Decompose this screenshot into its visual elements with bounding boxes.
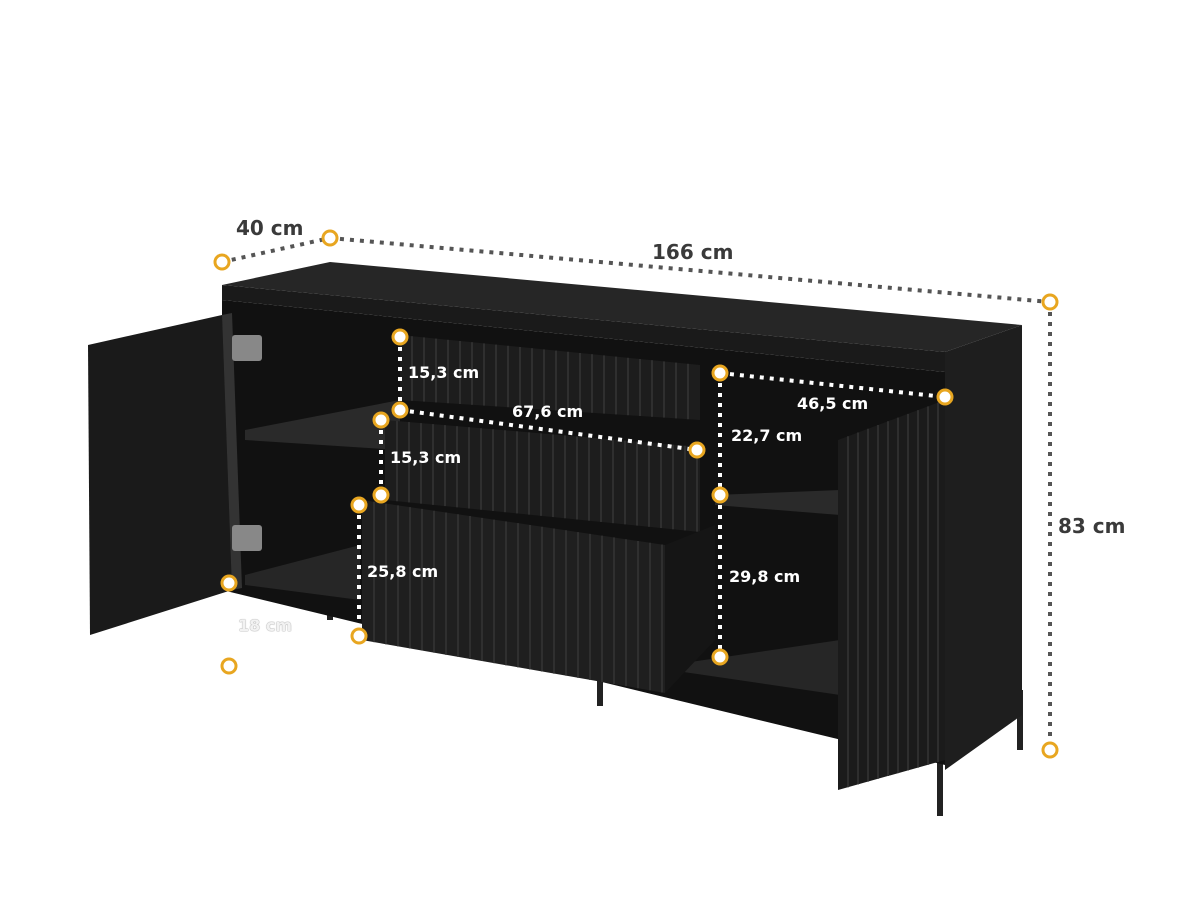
width-label: 166 cm: [652, 240, 734, 264]
middle-drawer-height-label: 15,3 cm: [390, 448, 462, 467]
right-shelf: [715, 490, 840, 515]
lower-compartment-height-label: 29,8 cm: [729, 567, 801, 586]
bottom-drawer-height-label: 25,8 cm: [367, 562, 439, 581]
cabinet-bottom-left: [245, 545, 360, 600]
middle-drawer: [385, 420, 700, 532]
top-drawer: [400, 335, 700, 420]
cabinet-side: [945, 325, 1022, 770]
left-shelf: [245, 400, 400, 450]
height-label: 83 cm: [1058, 514, 1126, 538]
top-drawer-height-label: 15,3 cm: [408, 363, 480, 382]
depth-label: 40 cm: [236, 216, 304, 240]
hinge-icon: [232, 335, 262, 361]
leg-height-label: 18 cm: [238, 616, 292, 635]
drawer-width-label: 67,6 cm: [512, 402, 584, 421]
left-door: [88, 315, 232, 635]
cabinet-top-edge: [222, 285, 945, 372]
cabinet-top: [222, 262, 1022, 352]
dimension-lines: [221, 236, 1052, 750]
compartment-depth-label: 46,5 cm: [797, 394, 869, 413]
upper-compartment-height-label: 22,7 cm: [731, 426, 803, 445]
dimension-markers: [213, 229, 1059, 759]
bottom-drawer-side: [665, 525, 715, 693]
hinge-icon: [232, 525, 262, 551]
cabinet-bottom-right: [670, 640, 840, 695]
